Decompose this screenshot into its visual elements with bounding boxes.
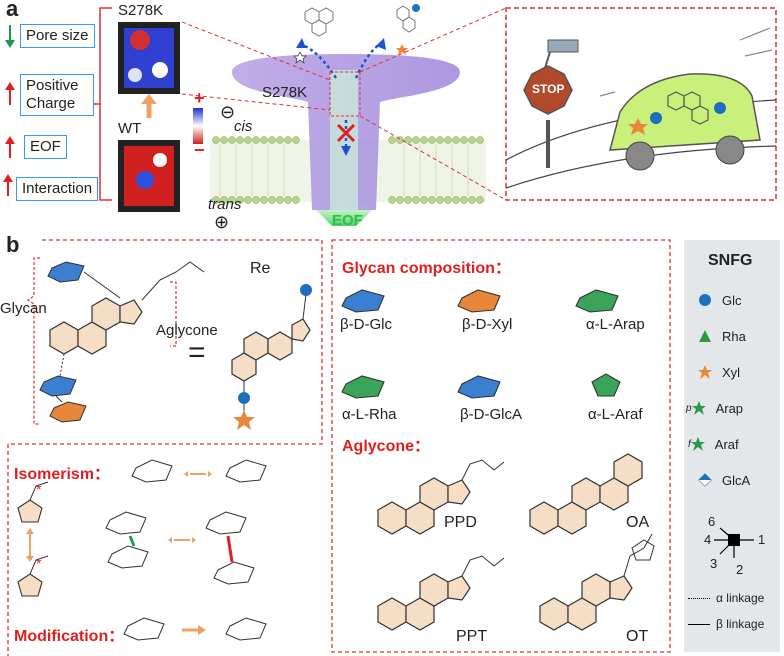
beta-linkage-key: β linkage xyxy=(688,614,764,634)
xyl-star-icon xyxy=(698,365,712,379)
snfg-rha: Rha xyxy=(698,326,746,346)
snfg-legend: SNFG Glc Rha Xyl p Arap f Araf GlcA 6 4 … xyxy=(684,240,780,652)
aglycone-title: Aglycone： xyxy=(342,438,431,455)
stop-sign-text: STOP xyxy=(532,82,565,96)
colorscale-minus: − xyxy=(194,140,205,160)
sugar-beta-d-glc: β-D-Glc xyxy=(340,316,392,333)
position-1: 1 xyxy=(758,532,766,547)
trans-label: trans xyxy=(208,196,242,213)
property-pore-size: Pore size xyxy=(20,24,95,48)
cis-label: cis xyxy=(234,118,253,135)
colorscale-plus: + xyxy=(194,88,205,108)
aglycone-ot-label: OT xyxy=(626,628,649,645)
eof-label: EOF xyxy=(332,212,363,229)
aglycone-label: Aglycone xyxy=(156,322,218,339)
rha-triangle-icon xyxy=(699,330,711,342)
snfg-xyl: Xyl xyxy=(698,362,740,382)
snfg-title: SNFG xyxy=(708,252,753,269)
equals-sign: = xyxy=(188,336,206,369)
arrow-up-icon xyxy=(3,174,13,196)
pore-label: S278K xyxy=(262,84,308,101)
snfg-araf: f Araf xyxy=(688,436,739,452)
alpha-linkage-key: α linkage xyxy=(688,588,764,608)
snfg-arap: p Arap xyxy=(686,400,744,416)
cis-sign: ⊖ xyxy=(220,102,236,122)
panel-a-letter: a xyxy=(6,0,19,21)
property-interaction: Interaction xyxy=(16,177,99,201)
araf-star-icon xyxy=(690,437,705,451)
svg-text:*: * xyxy=(36,481,42,497)
aglycone-ppt-label: PPT xyxy=(456,628,488,645)
sugar-beta-d-xyl: β-D-Xyl xyxy=(462,316,513,333)
linkage-position-icon xyxy=(714,527,754,558)
position-6: 6 xyxy=(708,514,716,529)
modification-title: Modification： xyxy=(14,628,125,645)
dotted-line-icon xyxy=(688,597,710,599)
aglycone-ppd-label: PPD xyxy=(444,514,477,531)
sugar-alpha-l-araf: α-L-Araf xyxy=(588,406,643,423)
property-eof: EOF xyxy=(24,135,67,159)
solid-line-icon xyxy=(688,623,710,625)
snfg-glca: GlcA xyxy=(698,470,750,490)
sugar-beta-d-glca: β-D-GlcA xyxy=(460,406,522,423)
arrow-up-icon xyxy=(5,82,15,105)
property-positive-charge: Positive Charge xyxy=(20,74,94,116)
sugar-alpha-l-arap: α-L-Arap xyxy=(586,316,645,333)
glycan-label: Glycan xyxy=(0,300,47,317)
mutant-map-label: S278K xyxy=(118,2,164,19)
position-4: 4 xyxy=(704,532,712,547)
arap-star-icon xyxy=(691,401,706,415)
arrow-up-icon xyxy=(5,136,15,158)
position-3: 3 xyxy=(710,556,718,571)
wt-map-label: WT xyxy=(118,120,142,137)
panel-b-letter: b xyxy=(6,232,20,257)
position-2: 2 xyxy=(736,562,744,577)
trans-sign: ⊕ xyxy=(214,212,230,232)
svg-text:*: * xyxy=(36,555,42,571)
glca-diamond-icon xyxy=(698,473,712,487)
sugar-alpha-l-rha: α-L-Rha xyxy=(342,406,397,423)
aglycone-oa-label: OA xyxy=(626,514,650,531)
glycan-composition-title: Glycan composition： xyxy=(342,260,511,277)
isomerism-title: Isomerism： xyxy=(14,466,111,483)
re-label: Re xyxy=(250,260,271,277)
arrow-down-icon xyxy=(5,25,15,48)
glc-circle-icon xyxy=(699,294,711,306)
snfg-glc: Glc xyxy=(698,290,742,310)
